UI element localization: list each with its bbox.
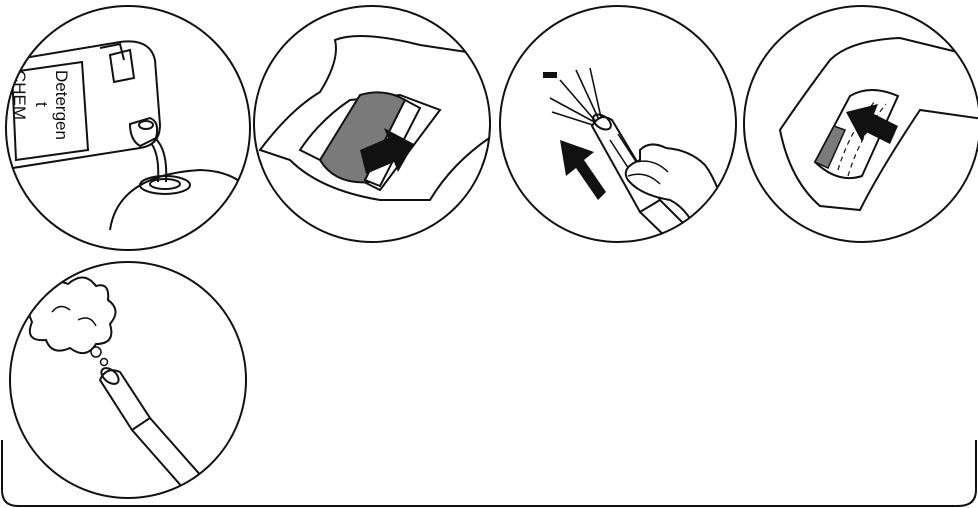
step-spray-nozzle [10, 262, 246, 508]
bottle-label-line3: CHEM [10, 70, 29, 120]
step-pour-detergent: Detergen t CHEM [0, 6, 260, 250]
arrow-up-left [560, 140, 606, 200]
spray-cloud [29, 277, 116, 353]
step-insert-filter [744, 6, 978, 242]
bottle-label-line2: t [32, 102, 51, 107]
step-remove-filter [254, 6, 520, 242]
bottle-label-line1: Detergen [52, 70, 71, 140]
minus-sign [543, 72, 557, 78]
nozzle-tube [100, 370, 150, 430]
step-clean-brush [500, 6, 736, 270]
